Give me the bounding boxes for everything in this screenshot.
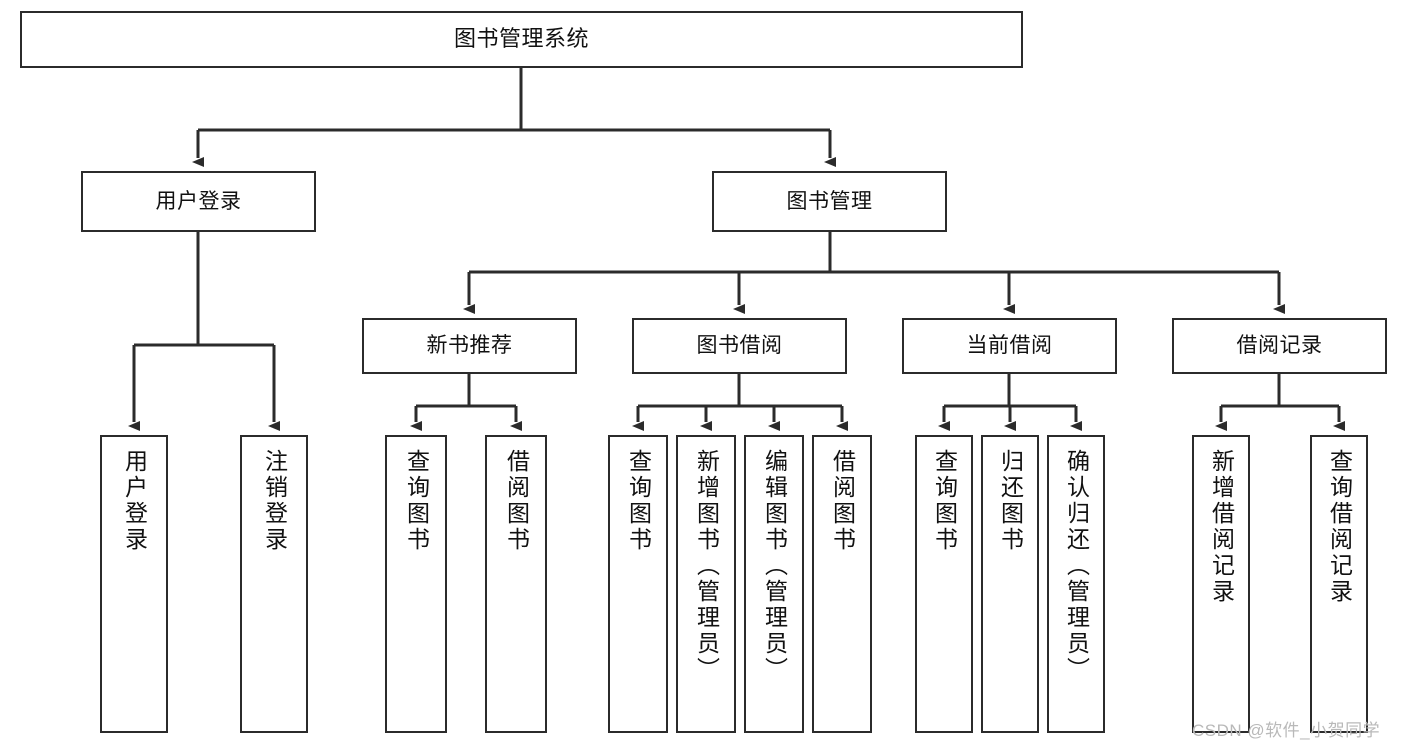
node-leaf-logout[interactable]: 注销登录 <box>240 435 308 733</box>
edge-userlogin-to-leaves <box>128 232 280 431</box>
node-root-label: 图书管理系统 <box>453 26 589 52</box>
node-leaf-confirm-return-admin[interactable]: 确认归还（管理员） <box>1047 435 1105 733</box>
node-user-login-label: 用户登录 <box>155 189 242 213</box>
edge-currentborrow-to-leaves <box>938 374 1082 431</box>
edge-root-to-level2 <box>192 68 836 167</box>
edge-borrowrecord-to-leaves <box>1215 374 1345 431</box>
node-leaf-borrow-book[interactable]: 借阅图书 <box>812 435 872 733</box>
node-new-book-recommend-label: 新书推荐 <box>426 334 513 358</box>
node-leaf-borrow-book-rec[interactable]: 借阅图书 <box>485 435 547 733</box>
node-leaf-query-book-rec-label: 查询图书 <box>403 449 430 553</box>
node-borrow-record[interactable]: 借阅记录 <box>1172 318 1387 374</box>
node-leaf-logout-label: 注销登录 <box>261 449 288 553</box>
edge-newbook-to-leaves <box>410 374 522 431</box>
node-leaf-query-book-current[interactable]: 查询图书 <box>915 435 973 733</box>
node-new-book-recommend[interactable]: 新书推荐 <box>362 318 577 374</box>
node-leaf-add-borrow-record-label: 新增借阅记录 <box>1208 449 1235 605</box>
node-leaf-add-borrow-record[interactable]: 新增借阅记录 <box>1192 435 1250 733</box>
node-leaf-return-book-label: 归还图书 <box>997 449 1024 553</box>
node-root[interactable]: 图书管理系统 <box>20 11 1023 68</box>
node-book-management[interactable]: 图书管理 <box>712 171 947 232</box>
node-leaf-add-book-admin[interactable]: 新增图书（管理员） <box>676 435 736 733</box>
node-leaf-edit-book-admin[interactable]: 编辑图书（管理员） <box>744 435 804 733</box>
node-leaf-return-book[interactable]: 归还图书 <box>981 435 1039 733</box>
node-borrow-record-label: 借阅记录 <box>1236 334 1323 358</box>
node-leaf-query-book-current-label: 查询图书 <box>931 449 958 553</box>
node-book-borrow-label: 图书借阅 <box>696 334 783 358</box>
node-current-borrow-label: 当前借阅 <box>966 334 1053 358</box>
node-leaf-user-login[interactable]: 用户登录 <box>100 435 168 733</box>
node-leaf-query-borrow-record[interactable]: 查询借阅记录 <box>1310 435 1368 733</box>
edge-bookmgmt-to-level3 <box>463 232 1285 314</box>
node-current-borrow[interactable]: 当前借阅 <box>902 318 1117 374</box>
node-leaf-query-book-borrow-label: 查询图书 <box>625 449 652 553</box>
node-leaf-add-book-admin-label: 新增图书（管理员） <box>693 449 720 683</box>
node-book-management-label: 图书管理 <box>786 189 873 213</box>
node-leaf-borrow-book-rec-label: 借阅图书 <box>503 449 530 553</box>
node-leaf-query-book-borrow[interactable]: 查询图书 <box>608 435 668 733</box>
node-user-login[interactable]: 用户登录 <box>81 171 316 232</box>
node-leaf-query-borrow-record-label: 查询借阅记录 <box>1326 449 1353 605</box>
node-leaf-user-login-label: 用户登录 <box>121 449 148 553</box>
node-book-borrow[interactable]: 图书借阅 <box>632 318 847 374</box>
node-leaf-query-book-rec[interactable]: 查询图书 <box>385 435 447 733</box>
edge-bookborrow-to-leaves <box>632 374 848 431</box>
node-leaf-edit-book-admin-label: 编辑图书（管理员） <box>761 449 788 683</box>
node-leaf-confirm-return-admin-label: 确认归还（管理员） <box>1063 449 1090 683</box>
watermark: CSDN @软件_小贺同学 <box>1192 721 1381 740</box>
node-leaf-borrow-book-label: 借阅图书 <box>829 449 856 553</box>
